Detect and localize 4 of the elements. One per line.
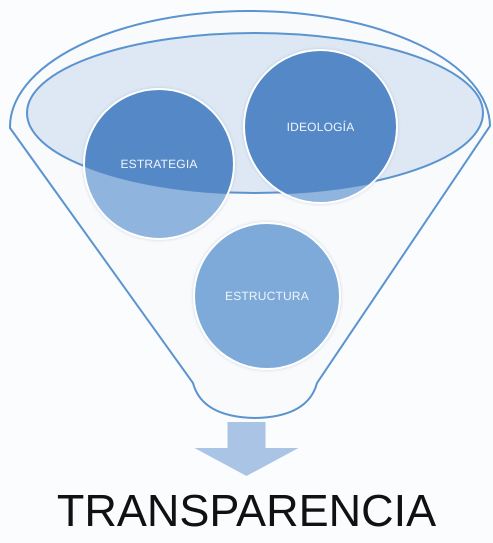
circle-label: ESTRUCTURA [224, 289, 309, 303]
result-label: TRANSPARENCIA [56, 485, 436, 537]
circle-label: ESTRATEGIA [120, 157, 198, 171]
circle-label: IDEOLOGÍA [286, 120, 354, 134]
